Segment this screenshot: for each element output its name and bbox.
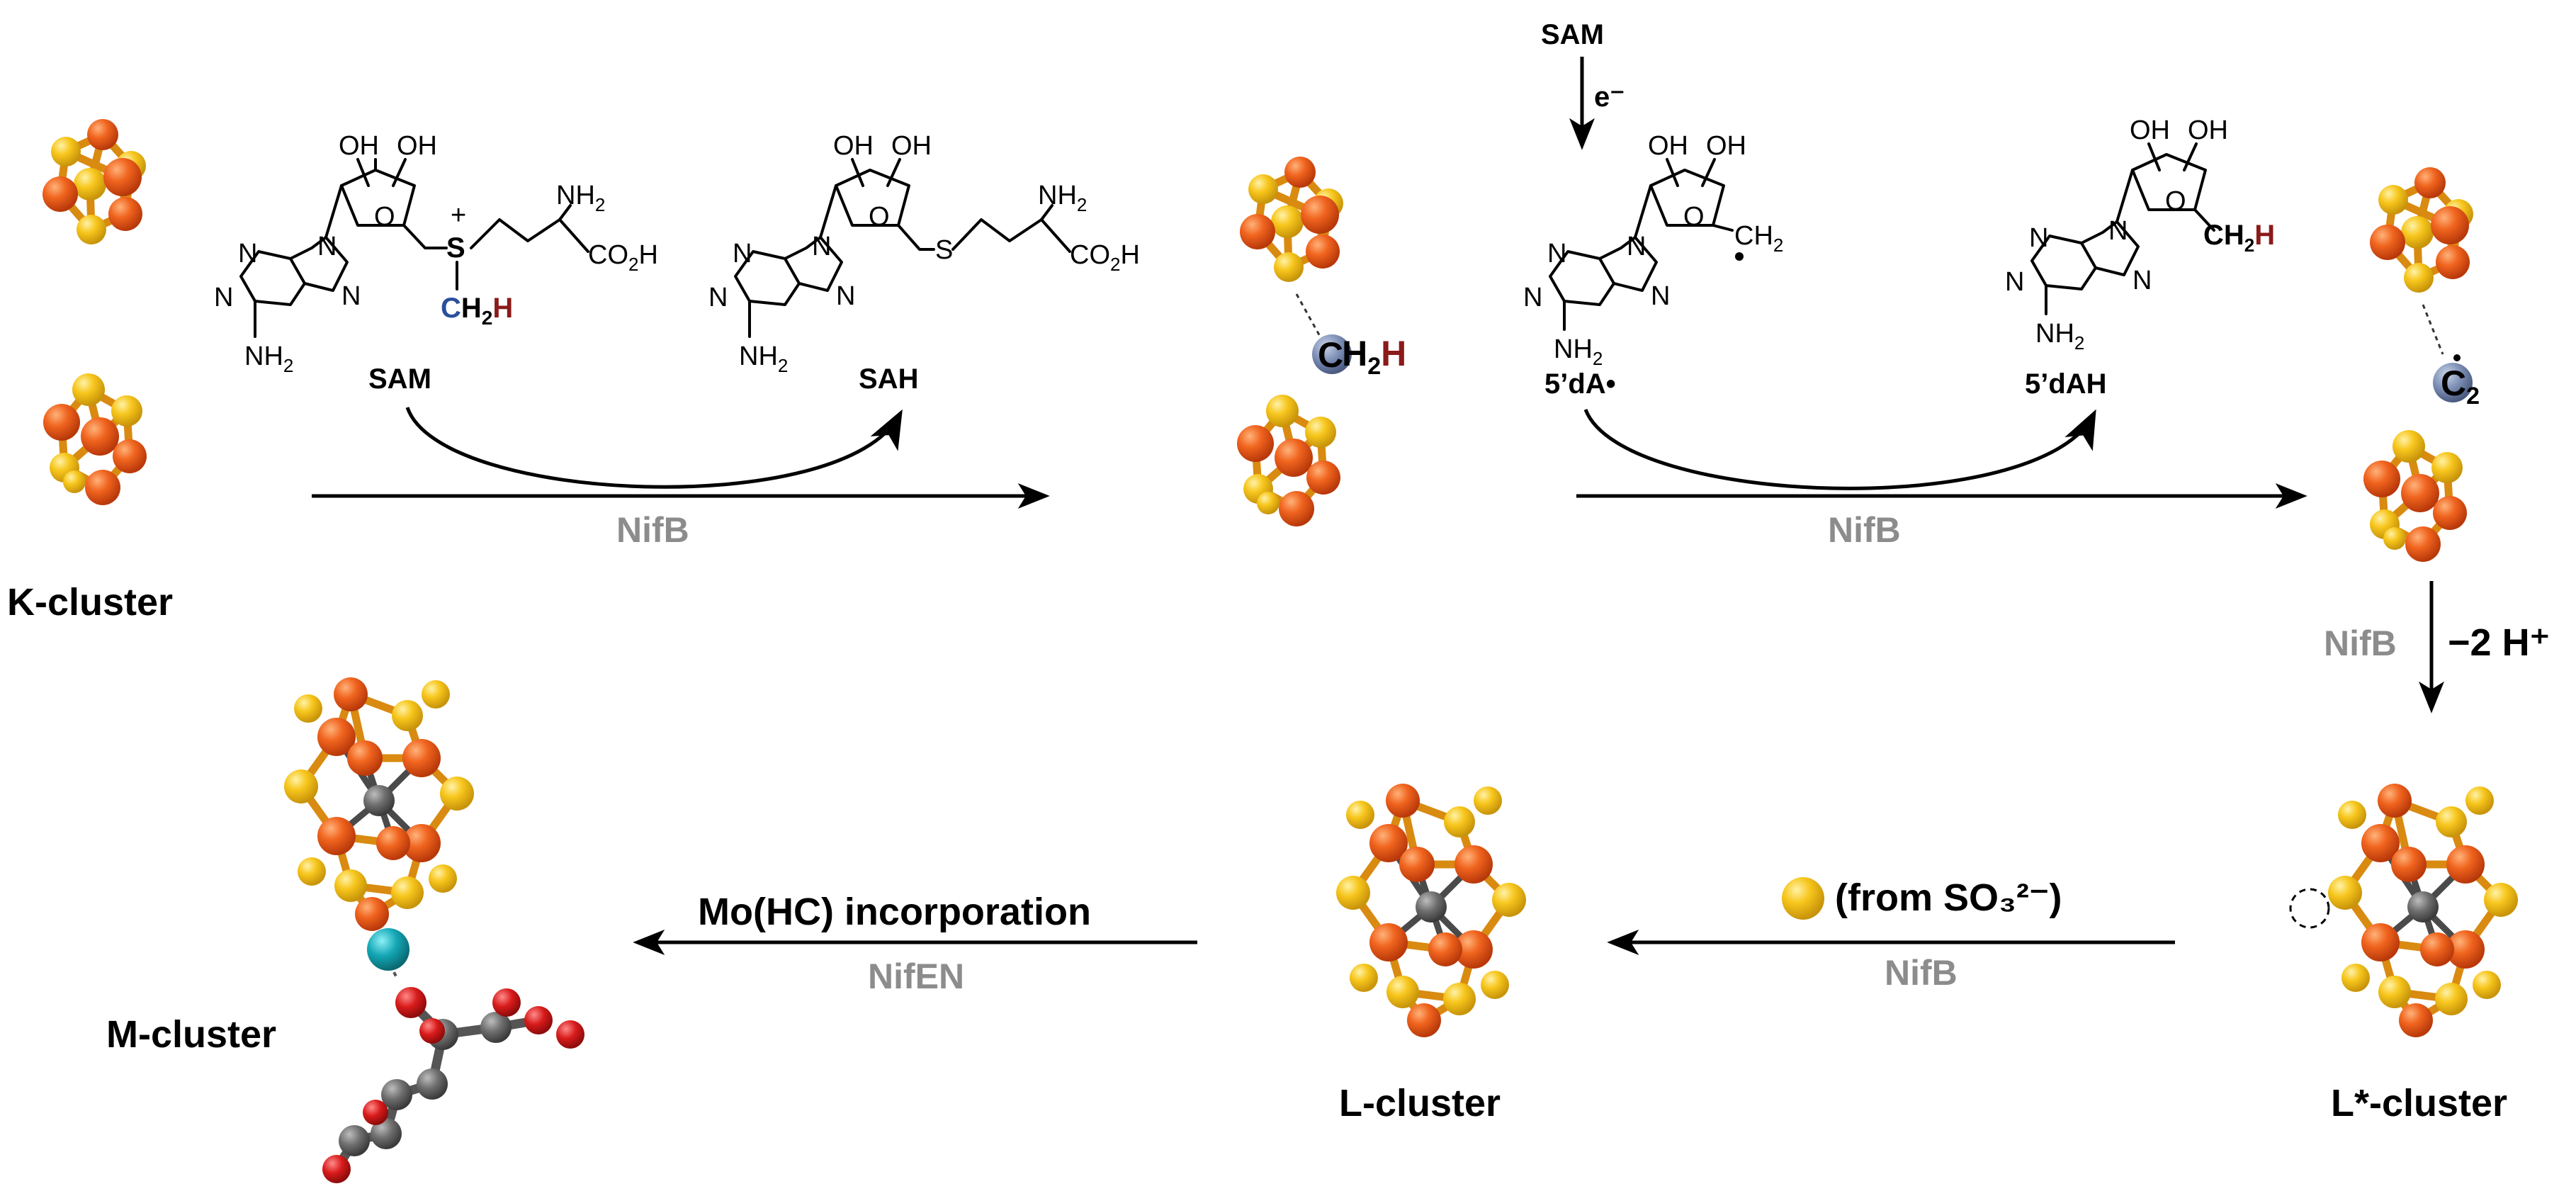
sam-oh2: OH (397, 131, 437, 161)
sah-oh1: OH (833, 131, 874, 161)
k-cluster-top-cube (43, 119, 146, 244)
intermediate2-carbon (2433, 363, 2473, 402)
sam-sulfur: S (446, 232, 465, 264)
sah-adenine-n1: N (733, 239, 752, 269)
l-cluster-label: L-cluster (1339, 1082, 1501, 1124)
dA-radical-label: 5’dA• (1544, 368, 1616, 400)
sam-co2h: CO2H (588, 240, 658, 275)
intermediate2-radical-dot (2453, 354, 2461, 361)
dA-adenine-n3: N (1523, 283, 1542, 312)
m-cluster (284, 677, 584, 1183)
dA-oh2: OH (1706, 131, 1746, 161)
k-cluster-bottom-cube (43, 373, 147, 505)
step4-enzyme-label: NifB (1885, 953, 1958, 993)
dA-ch2: CH2 (1734, 221, 1783, 256)
dAH-oh1: OH (2130, 115, 2170, 145)
sah-ring-o: O (869, 202, 890, 232)
sam-adenine-n3: N (214, 283, 233, 312)
sah-oh2: OH (891, 131, 932, 161)
dAH-oh2: OH (2188, 115, 2228, 145)
step2-enzyme-label: NifB (1828, 510, 1901, 550)
dA-adenine-n9: N (1627, 232, 1646, 261)
dAH-structure: OH OH O CH2H N N N N NH2 (2005, 115, 2275, 354)
intermediate1-ch2h: CH2H (1318, 334, 1406, 380)
sam-structure: OH OH O S + NH2 CO2H CH2H N N N N NH2 (214, 131, 658, 376)
sah-structure: OH OH O S NH2 CO2H N N N N NH2 (708, 131, 1140, 376)
dA-adenine-nh2: NH2 (1554, 334, 1603, 369)
sah-adenine-n7: N (836, 281, 855, 311)
sah-adenine-n9: N (812, 232, 831, 261)
dAH-ch2h: CH2H (2203, 220, 2275, 256)
dAH-adenine-n9: N (2108, 216, 2128, 246)
sah-adenine-n3: N (708, 283, 728, 312)
l-star-cluster-label: L*-cluster (2331, 1082, 2507, 1124)
intermediate2-top-cube (2370, 167, 2473, 293)
l-star-cluster (2328, 784, 2518, 1037)
intermediate1-bond (1295, 293, 1323, 339)
sah-co2h: CO2H (1070, 240, 1140, 275)
sam-ring-o: O (374, 202, 395, 232)
step5-enzyme-label: NifEN (868, 957, 964, 996)
sam-nh2: NH2 (556, 181, 605, 215)
sam-oh1: OH (339, 131, 379, 161)
dA-ring-o: O (1683, 202, 1705, 232)
step1-enzyme-label: NifB (616, 510, 689, 550)
sam-adenine-n7: N (341, 281, 361, 311)
sam-plus: + (451, 201, 466, 230)
sam-adenine-n1: N (238, 239, 257, 269)
sam-top-label: SAM (1541, 19, 1604, 50)
sah-label: SAH (859, 363, 918, 395)
dA-radical-dot (1735, 252, 1744, 261)
sah-adenine-nh2: NH2 (739, 342, 788, 376)
sah-sulfur: S (935, 235, 953, 265)
intermediate2-bottom-cube (2363, 430, 2467, 562)
dAH-adenine-n3: N (2005, 267, 2024, 297)
molybdenum-atom (367, 928, 409, 971)
dA-adenine-n7: N (1651, 281, 1670, 311)
sam-adenine-n9: N (317, 232, 337, 261)
intermediate1-top-cube (1240, 157, 1343, 282)
dA-oh1: OH (1648, 131, 1688, 161)
k-cluster-label: K-cluster (7, 581, 173, 624)
l-cluster (1336, 784, 1526, 1037)
sam-label: SAM (368, 363, 431, 395)
dA-adenine-n1: N (1547, 239, 1566, 269)
dAH-ring-o: O (2165, 186, 2186, 216)
dAH-adenine-n1: N (2029, 223, 2048, 253)
sah-nh2: NH2 (1038, 181, 1087, 215)
vacancy-circle-icon (2289, 888, 2330, 929)
step3-enzyme-label: NifB (2324, 624, 2397, 663)
intermediate1-methyl-carbon (1312, 334, 1352, 374)
step2-curved-arrow (1583, 409, 2096, 490)
dAH-adenine-n7: N (2132, 266, 2152, 295)
sam-adenine-nh2: NH2 (244, 342, 293, 376)
sulfur-atom-icon (1782, 877, 1824, 920)
dAH-adenine-nh2: NH2 (2035, 319, 2084, 354)
intermediate1-bottom-cube (1237, 395, 1340, 526)
electron-label: e⁻ (1594, 81, 1625, 113)
mo-incorporation-label: Mo(HC) incorporation (698, 891, 1091, 933)
intermediate2-ch2: C2 (2441, 363, 2480, 410)
step1-curved-arrow (405, 407, 903, 489)
dA-radical-structure: OH OH O CH2 N N N N NH2 (1523, 131, 1783, 369)
sulfur-source-label: (from SO₃²⁻) (1835, 876, 2062, 919)
proton-loss-label: −2 H⁺ (2448, 621, 2550, 664)
sam-methyl: CH2H (441, 293, 513, 329)
m-cluster-label: M-cluster (106, 1013, 276, 1056)
intermediate2-bond (2422, 304, 2444, 355)
dAH-label: 5’dAH (2025, 368, 2107, 400)
